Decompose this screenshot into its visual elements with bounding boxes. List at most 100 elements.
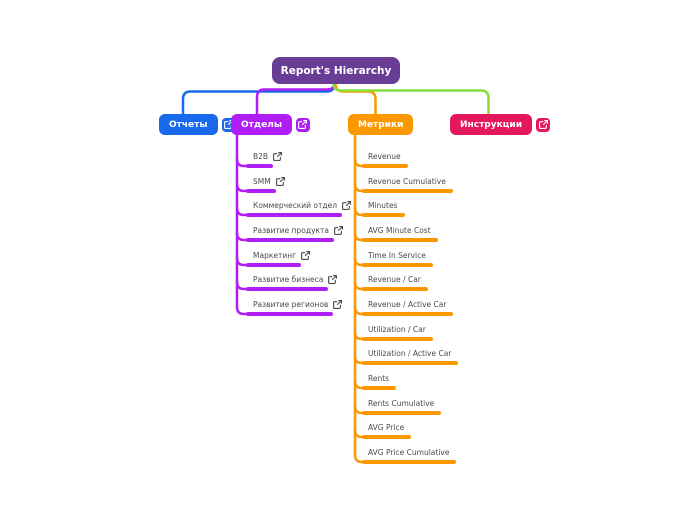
edge-otdely <box>255 82 336 115</box>
leaf-razvitie-biznesa[interactable]: Развитие бизнеса <box>246 273 337 291</box>
leaf-underline <box>362 263 433 267</box>
leaf-razvitie-produkta[interactable]: Развитие продукта <box>246 224 343 242</box>
leaf-row: Коммерческий отдел <box>246 199 351 212</box>
branch-metriki: Метрики <box>348 114 414 135</box>
external-link-icon[interactable] <box>276 177 285 186</box>
leaf-underline <box>362 189 453 193</box>
leaf-label: Развитие продукта <box>253 226 330 235</box>
leaf-row: Utilization / Car <box>362 323 433 336</box>
leaf-underline <box>246 213 342 217</box>
leaf-row: Utilization / Active Car <box>362 347 458 360</box>
leaf-row: Revenue Cumulative <box>362 175 453 188</box>
branch-node-otdely[interactable]: Отделы <box>231 114 292 135</box>
external-link-icon[interactable] <box>273 152 282 161</box>
leaf-underline <box>362 287 428 291</box>
leaf-label: Маркетинг <box>253 251 297 260</box>
external-link-icon[interactable] <box>328 275 337 284</box>
branch-instrukcii: Инструкции <box>450 114 551 135</box>
leaf-label: Revenue / Car <box>368 275 421 284</box>
leaf-underline <box>362 411 442 415</box>
leaf-row: Minutes <box>362 199 405 212</box>
leaf-underline <box>246 189 276 193</box>
leaf-underline <box>362 238 438 242</box>
leaf-label: Развитие регионов <box>253 300 329 309</box>
leaf-label: Коммерческий отдел <box>253 201 337 210</box>
external-link-button[interactable] <box>536 117 551 132</box>
leaf-row: AVG Price Cumulative <box>362 446 456 459</box>
leaf-underline <box>362 164 408 168</box>
branch-node-instrukcii[interactable]: Инструкции <box>450 114 533 135</box>
edge-instrukcii <box>332 82 490 115</box>
edge-otchety <box>181 82 336 115</box>
leaf-row: SMM <box>246 175 285 188</box>
leaf-rents[interactable]: Rents <box>362 372 397 390</box>
leaf-label: Revenue Cumulative <box>368 177 446 186</box>
leaf-row: Time In Service <box>362 249 433 262</box>
external-link-icon[interactable] <box>301 251 310 260</box>
leaf-rents-cumulative[interactable]: Rents Cumulative <box>362 397 442 415</box>
edge-metriki <box>334 82 377 114</box>
external-link-button[interactable] <box>295 117 310 132</box>
leaf-razvitie-regionov[interactable]: Развитие регионов <box>246 298 342 316</box>
external-link-icon[interactable] <box>334 226 343 235</box>
leaf-label: Revenue <box>368 152 401 161</box>
leaf-revenue[interactable]: Revenue <box>362 150 408 168</box>
leaf-utilization-per-car[interactable]: Utilization / Car <box>362 323 433 341</box>
leaf-row: Rents Cumulative <box>362 397 441 410</box>
leaf-underline <box>362 435 412 439</box>
root-label: Report's Hierarchy <box>280 64 392 77</box>
leaf-revenue-per-car[interactable]: Revenue / Car <box>362 273 428 291</box>
leaf-label: AVG Minute Cost <box>368 226 431 235</box>
leaf-row: AVG Minute Cost <box>362 224 438 237</box>
leaf-row: Rents <box>362 372 396 385</box>
leaf-row: Развитие бизнеса <box>246 273 337 286</box>
branch-otdely: Отделы <box>231 114 310 135</box>
leaf-marketing[interactable]: Маркетинг <box>246 249 310 267</box>
external-link-icon[interactable] <box>333 300 342 309</box>
leaf-time-in-service[interactable]: Time In Service <box>362 249 433 267</box>
leaf-underline <box>362 361 459 365</box>
branch-label: Инструкции <box>460 119 523 130</box>
leaf-underline <box>362 312 454 316</box>
leaf-label: Revenue / Active Car <box>368 300 447 309</box>
branch-label: Отчеты <box>169 119 208 130</box>
leaf-utilization-per-active-car[interactable]: Utilization / Active Car <box>362 347 459 365</box>
branch-label: Отделы <box>241 119 282 130</box>
root-node[interactable]: Report's Hierarchy <box>272 57 400 84</box>
leaf-row: AVG Price <box>362 421 411 434</box>
leaf-row: Revenue <box>362 150 408 163</box>
leaf-label: Utilization / Car <box>368 325 426 334</box>
leaf-row: Развитие продукта <box>246 224 343 237</box>
leaf-avg-price-cumulative[interactable]: AVG Price Cumulative <box>362 446 457 464</box>
leaf-underline <box>362 386 397 390</box>
leaf-underline <box>246 164 274 168</box>
leaf-underline <box>246 238 335 242</box>
otdely-branch-lines <box>235 132 249 316</box>
branch-label: Метрики <box>358 119 404 130</box>
leaf-smm[interactable]: SMM <box>246 175 285 193</box>
external-link-icon[interactable] <box>342 201 351 210</box>
leaf-b2b[interactable]: B2B <box>246 150 282 168</box>
leaf-row: Revenue / Active Car <box>362 298 453 311</box>
branch-node-metriki[interactable]: Метрики <box>348 114 414 135</box>
leaf-label: Rents <box>368 374 390 383</box>
leaf-minutes[interactable]: Minutes <box>362 199 405 217</box>
leaf-label: SMM <box>253 177 271 186</box>
branch-node-otchety[interactable]: Отчеты <box>159 114 218 135</box>
external-link-icon <box>539 120 548 129</box>
leaf-avg-minute-cost[interactable]: AVG Minute Cost <box>362 224 438 242</box>
leaf-label: Time In Service <box>368 251 426 260</box>
leaf-label: Rents Cumulative <box>368 399 435 408</box>
leaf-revenue-per-active-car[interactable]: Revenue / Active Car <box>362 298 454 316</box>
leaf-label: Utilization / Active Car <box>368 349 452 358</box>
leaf-underline <box>362 460 457 464</box>
leaf-underline <box>362 337 433 341</box>
leaf-avg-price[interactable]: AVG Price <box>362 421 412 439</box>
leaf-revenue-cumulative[interactable]: Revenue Cumulative <box>362 175 453 193</box>
external-link-icon <box>298 120 307 129</box>
leaf-underline <box>246 312 334 316</box>
leaf-underline <box>246 287 329 291</box>
leaf-kommercheskiy-otdel[interactable]: Коммерческий отдел <box>246 199 351 217</box>
